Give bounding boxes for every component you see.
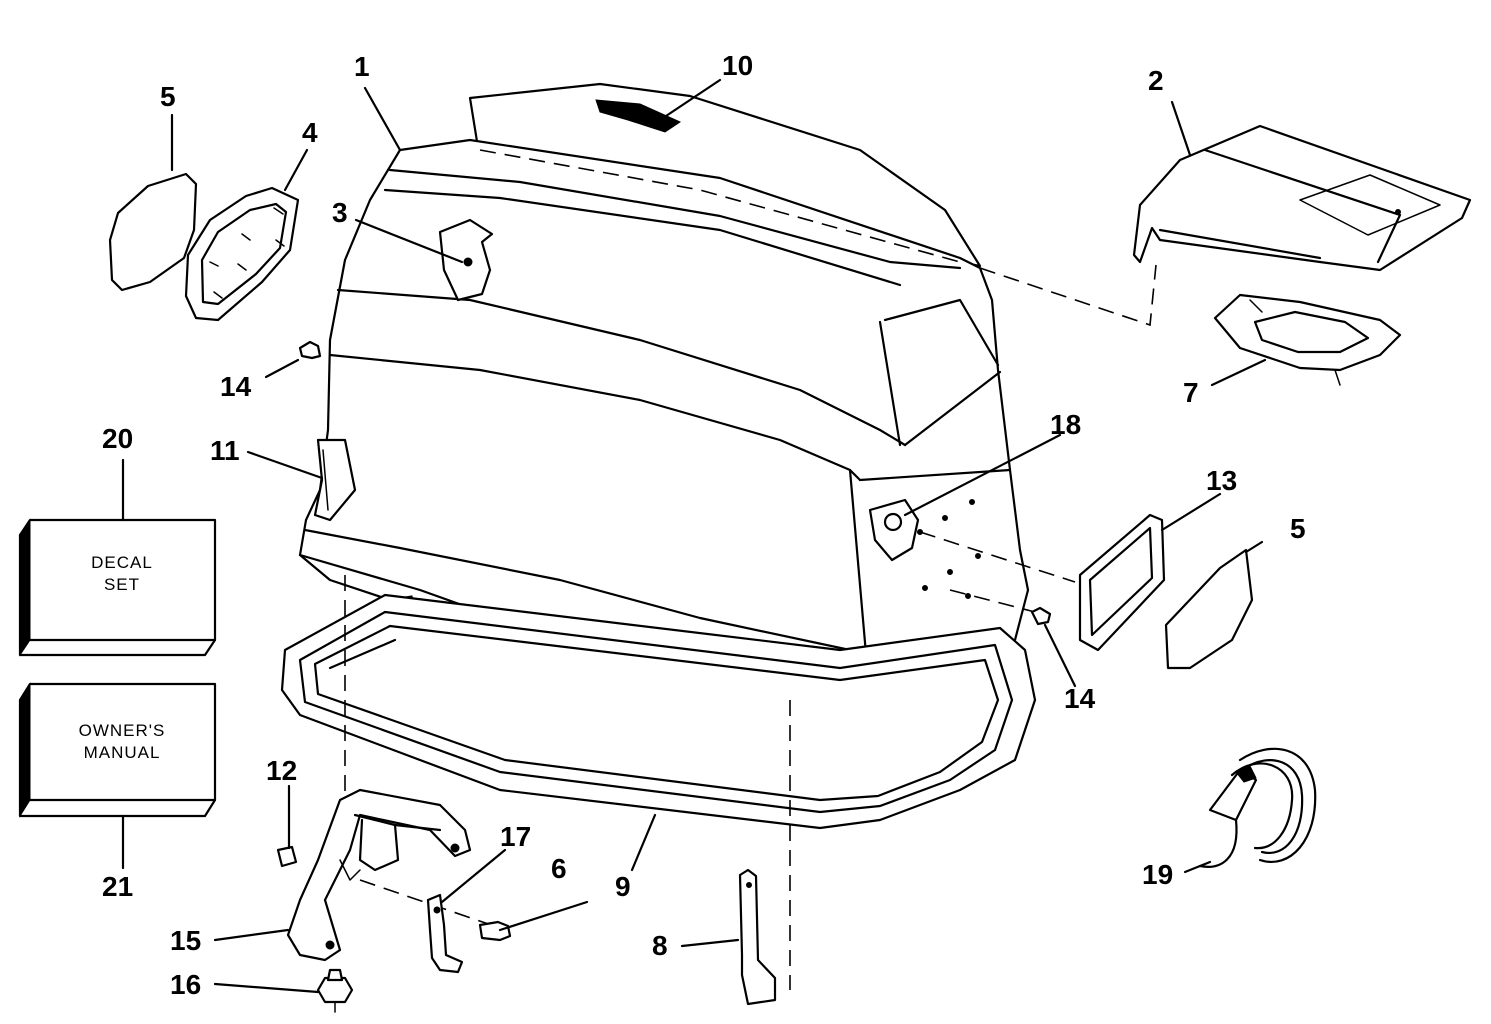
- leader-lines: [121, 78, 1267, 994]
- callout-labels: 1 2 3 4 5 5 6 7 8 9 10 11 12 13 14 14 15…: [102, 50, 1306, 1000]
- callout-7: 7: [1183, 377, 1199, 408]
- callout-14-left: 14: [220, 371, 252, 402]
- decal-part-5-left: [108, 172, 198, 292]
- callout-5-right: 5: [1290, 513, 1306, 544]
- frame-part-4: [184, 186, 300, 322]
- callout-4: 4: [302, 117, 318, 148]
- callout-15: 15: [170, 925, 201, 956]
- callout-10: 10: [722, 50, 753, 81]
- decal-set-box: DECAL SET: [18, 518, 217, 657]
- owners-manual-box: OWNER'S MANUAL: [18, 682, 217, 818]
- bracket-part-17: [426, 893, 464, 974]
- manual-line2: MANUAL: [84, 743, 161, 762]
- manual-line1: OWNER'S: [79, 721, 166, 740]
- clip-part-12: [276, 845, 298, 868]
- frame-part-13: [1078, 513, 1166, 652]
- engine-cover-cowl: [298, 82, 1030, 702]
- callout-1: 1: [354, 51, 370, 82]
- callout-19: 19: [1142, 859, 1173, 890]
- callout-3: 3: [332, 197, 348, 228]
- callout-8: 8: [652, 930, 668, 961]
- screw-part-6: [478, 920, 512, 942]
- callout-12: 12: [266, 755, 297, 786]
- decal-set-line1: DECAL: [91, 553, 153, 572]
- callout-14-right: 14: [1064, 683, 1096, 714]
- plate-part-7: [1213, 293, 1402, 386]
- screw-part-14-left: [298, 340, 322, 360]
- top-cover-part-2: [1132, 124, 1472, 272]
- callout-18: 18: [1050, 409, 1081, 440]
- strap-part-8: [738, 868, 777, 1006]
- mount-part-16: [316, 968, 354, 1013]
- callout-11: 11: [210, 435, 240, 466]
- callout-17: 17: [500, 821, 531, 852]
- bracket-part-15: [286, 788, 472, 962]
- callout-6: 6: [551, 853, 567, 884]
- cable-part-19: [1198, 747, 1317, 868]
- callout-16: 16: [170, 969, 201, 1000]
- callout-2: 2: [1148, 65, 1164, 96]
- decal-part-5-right: [1164, 548, 1254, 670]
- callout-13: 13: [1206, 465, 1237, 496]
- bottom-seal-gasket: [280, 593, 1037, 830]
- callout-9: 9: [615, 871, 631, 902]
- screw-part-14-right: [1030, 606, 1052, 626]
- callout-21: 21: [102, 871, 133, 902]
- callout-20: 20: [102, 423, 133, 454]
- decal-set-line2: SET: [104, 575, 140, 594]
- callout-5-left: 5: [160, 81, 176, 112]
